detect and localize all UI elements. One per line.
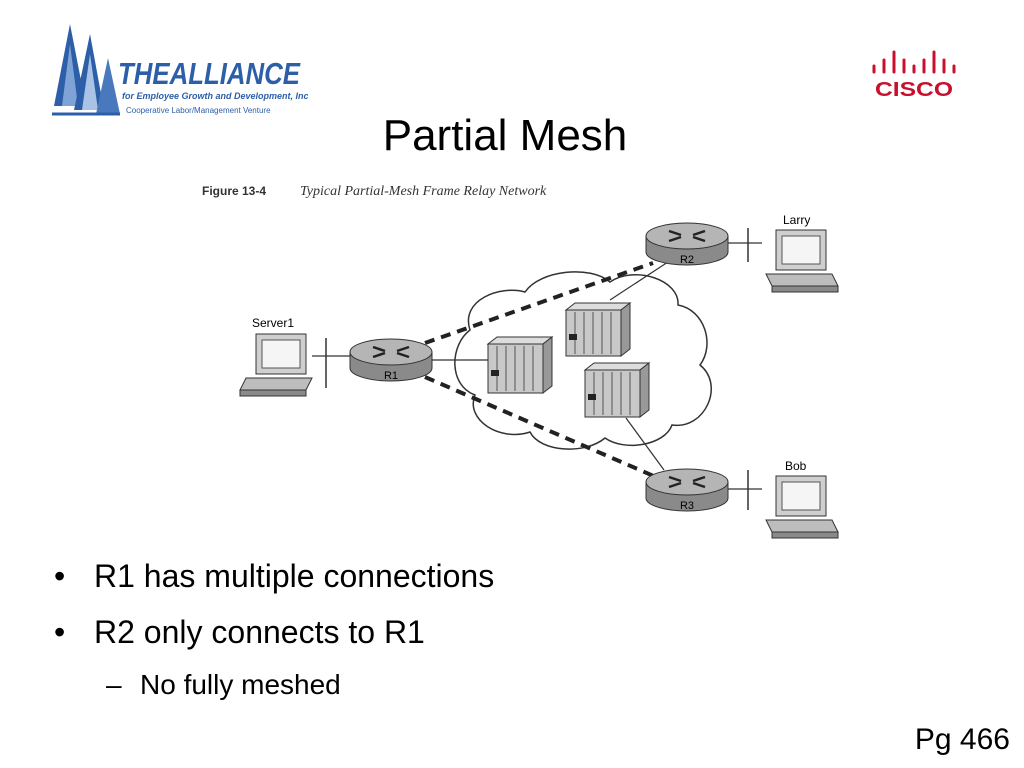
larry-label: Larry [783, 213, 810, 227]
router-arrows-icon [668, 475, 706, 489]
bullet-item: R2 only connects to R1 [52, 612, 494, 668]
alliance-tagline: for Employee Growth and Development, Inc… [122, 91, 308, 101]
the-alliance-logo: THEALLIANCE for Employee Growth and Deve… [52, 24, 308, 116]
dash-marker: – [106, 669, 122, 700]
frame-relay-switch [564, 301, 632, 358]
pvc-r1-r3 [424, 375, 657, 479]
access-links [312, 242, 762, 490]
bob-label: Bob [785, 459, 807, 473]
server1-label: Server1 [252, 316, 294, 330]
link-r3-switch [625, 417, 665, 471]
link-r2-switch [609, 261, 669, 301]
partial-mesh-diagram: Figure 13-4 Typical Partial-Mesh Frame R… [202, 184, 839, 539]
bullet-list: R1 has multiple connections R2 only conn… [52, 556, 494, 702]
page-number: Pg 466 [914, 723, 1010, 756]
bob-computer: Bob [765, 459, 839, 539]
router-r2: R2 [645, 222, 729, 266]
sub-bullet-text: No fully meshed [140, 669, 341, 700]
figure-caption: Typical Partial-Mesh Frame Relay Network [300, 184, 547, 199]
bullet-item: R1 has multiple connections [52, 556, 494, 612]
pvc-r1-r2 [424, 261, 654, 345]
figure-number: Figure 13-4 [202, 184, 266, 198]
sub-bullet-item: – No fully meshed [52, 668, 494, 702]
r3-label: R3 [680, 500, 694, 512]
cisco-logo: CISCO [872, 50, 956, 100]
slide-title: Partial Mesh [382, 111, 628, 160]
router-arrows-icon [372, 345, 410, 359]
cisco-wordmark: CISCO [875, 79, 953, 100]
frame-relay-switch [583, 361, 651, 419]
frame-relay-switch [486, 335, 554, 395]
router-arrows-icon [668, 229, 706, 243]
router-r1: R1 [349, 338, 433, 382]
virtual-circuits [424, 261, 657, 479]
r1-label: R1 [384, 370, 398, 382]
alliance-name: THEALLIANCE [118, 56, 301, 91]
alliance-subtagline: Cooperative Labor/Management Venture [126, 106, 271, 115]
skyscraper-icon [52, 24, 120, 116]
server1-computer: Server1 [239, 316, 313, 397]
segment-ticks [325, 228, 749, 510]
larry-computer: Larry [765, 213, 839, 293]
cisco-bridge-icon [872, 50, 956, 74]
r2-label: R2 [680, 254, 694, 266]
router-r3: R3 [645, 468, 729, 512]
